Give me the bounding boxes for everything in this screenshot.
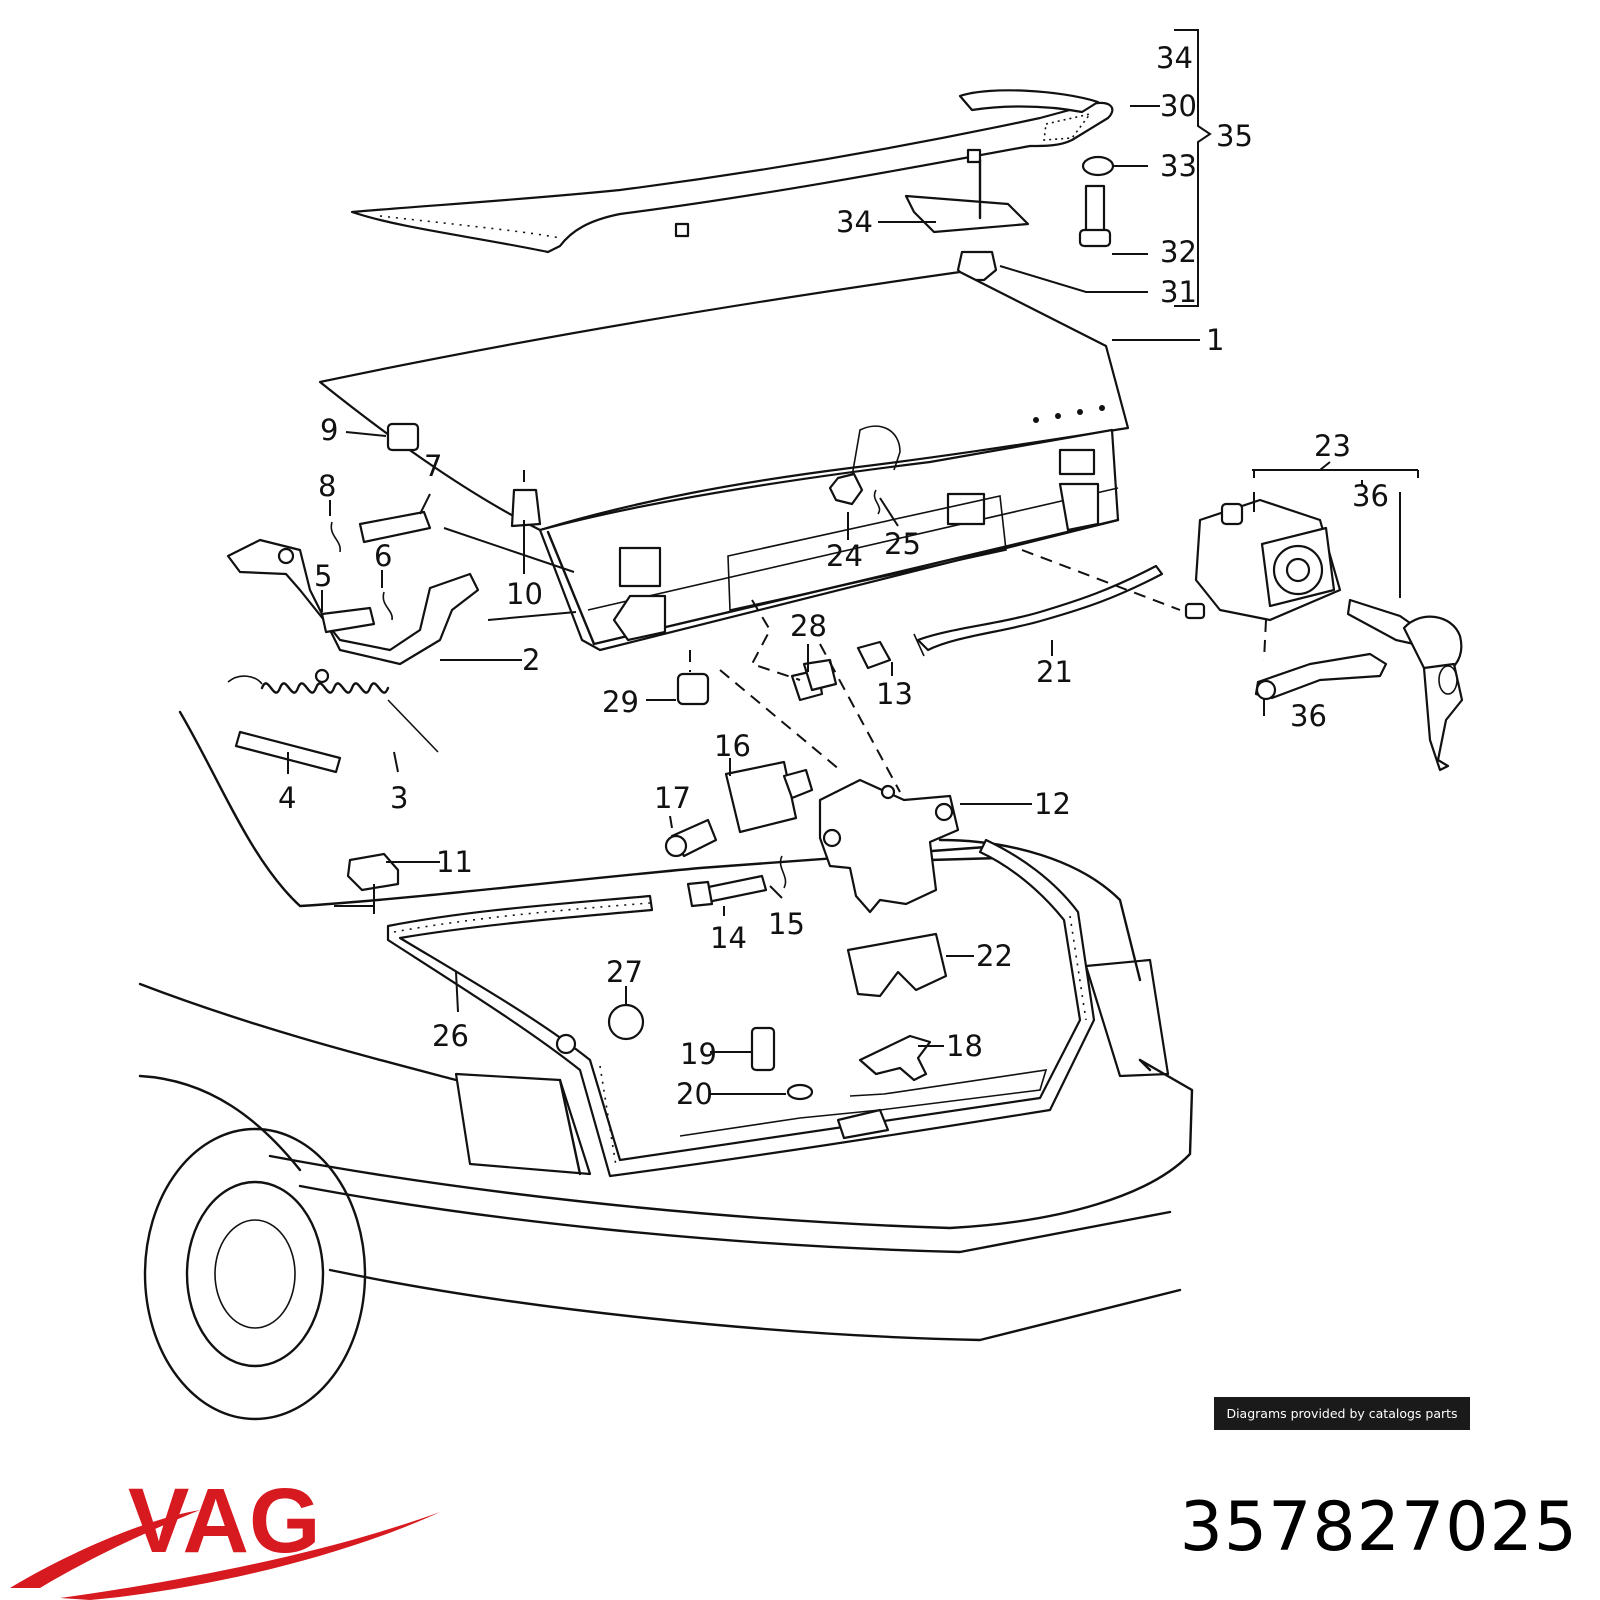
- callout-14: 14: [710, 921, 747, 955]
- callout-28: 28: [790, 609, 827, 643]
- callout-35: 35: [1216, 119, 1253, 153]
- leader-lines: [287, 29, 1419, 1095]
- callout-6: 6: [374, 539, 392, 573]
- spoiler-mount-parts: [904, 155, 1115, 282]
- callout-32: 32: [1160, 235, 1197, 269]
- car-body: [138, 710, 1194, 1421]
- callout-13: 13: [876, 677, 913, 711]
- callout-34-plate: 34: [836, 205, 873, 239]
- callout-22: 22: [976, 939, 1013, 973]
- callout-21: 21: [1036, 655, 1073, 689]
- callout-4: 4: [278, 781, 296, 815]
- callout-26: 26: [432, 1019, 469, 1053]
- callout-31: 31: [1160, 275, 1197, 309]
- callout-10: 10: [506, 577, 543, 611]
- lock-cylinder: [1184, 498, 1464, 772]
- callout-20: 20: [676, 1077, 713, 1111]
- callout-12: 12: [1034, 787, 1071, 821]
- callout-17: 17: [654, 781, 691, 815]
- callout-15: 15: [768, 907, 805, 941]
- callout-1: 1: [1206, 323, 1224, 357]
- callout-2: 2: [522, 643, 540, 677]
- callout-24: 24: [826, 539, 863, 573]
- callout-25: 25: [884, 527, 921, 561]
- vag-logo: VAG: [10, 1470, 440, 1600]
- callout-29: 29: [602, 685, 639, 719]
- logo-text: VAG: [128, 1470, 321, 1572]
- callout-36-upper: 36: [1352, 479, 1389, 513]
- callout-18: 18: [946, 1029, 983, 1063]
- callout-11: 11: [436, 845, 473, 879]
- callout-8: 8: [318, 469, 336, 503]
- diagram-credit: Diagrams provided by catalogs parts: [1214, 1397, 1470, 1430]
- callout-3: 3: [390, 781, 408, 815]
- spring-and-rod: [227, 675, 439, 774]
- callout-33: 33: [1160, 149, 1197, 183]
- callout-34-top: 34: [1156, 41, 1193, 75]
- callout-5: 5: [314, 559, 332, 593]
- callout-27: 27: [606, 955, 643, 989]
- trunk-seal: [386, 838, 1096, 1178]
- callouts: 34 30 35 33 34 32 31 1 9 8 7 6 5 10 24 2…: [278, 41, 1389, 1111]
- callout-36-lower: 36: [1290, 699, 1327, 733]
- logo-swoosh: [10, 1510, 200, 1588]
- hinge-assembly: [226, 422, 542, 684]
- callout-30: 30: [1160, 89, 1197, 123]
- callout-23: 23: [1314, 429, 1351, 463]
- latch-parts: [346, 472, 1048, 1140]
- assembly-lines: [523, 470, 1267, 793]
- part-number: 357827025: [1179, 1488, 1578, 1567]
- rear-spoiler: [350, 89, 1114, 254]
- callout-9: 9: [320, 413, 338, 447]
- callout-19: 19: [680, 1037, 717, 1071]
- callout-16: 16: [714, 729, 751, 763]
- release-cable: [913, 564, 1164, 657]
- callout-7: 7: [424, 449, 442, 483]
